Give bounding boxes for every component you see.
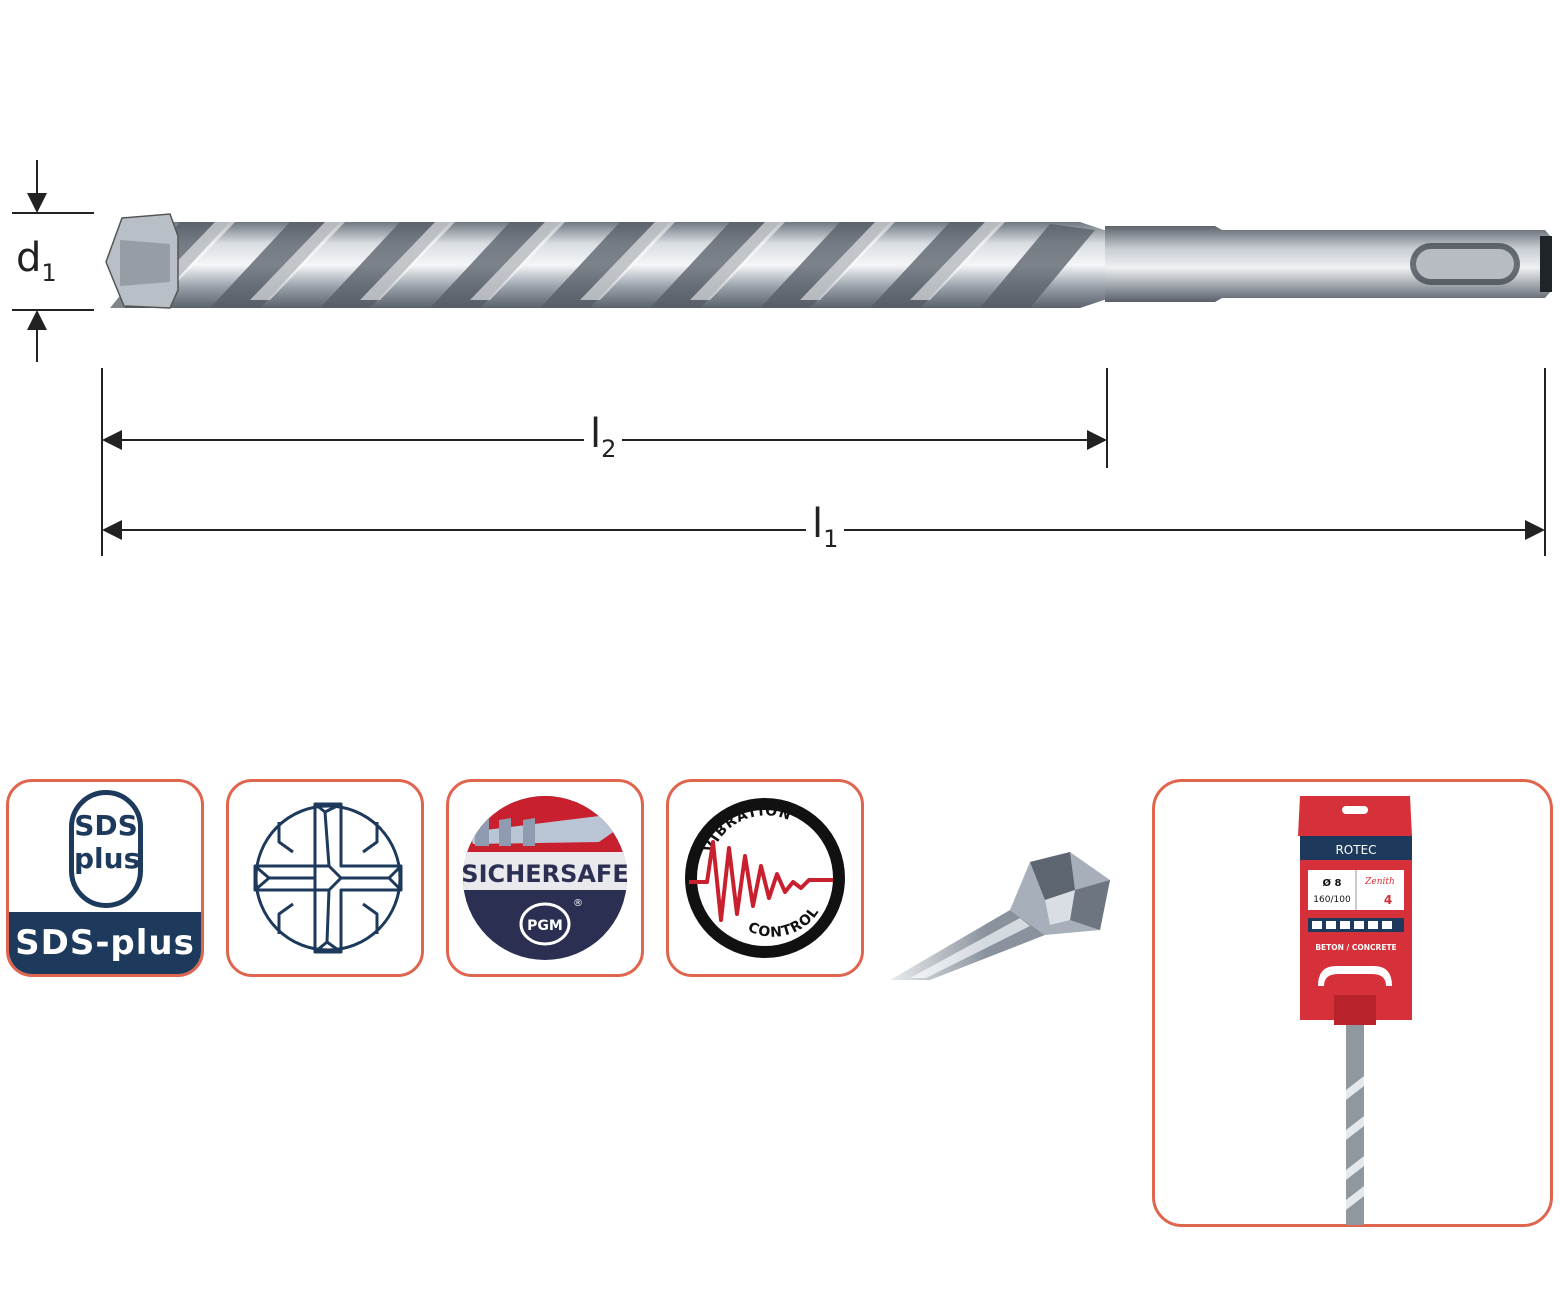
package-badge-text: Zenith	[1364, 877, 1395, 887]
sichersafe-logo: SICHERSAFE PGM ®	[461, 796, 629, 960]
four-cutter-cross-head-icon	[253, 802, 403, 954]
l1-label: l1	[806, 504, 845, 551]
retail-package-image: ROTEC Ø 8 160/100 Zenith 4 BETON / CONCR…	[1298, 796, 1412, 1225]
d1-dimension-lines	[12, 160, 94, 362]
sds-pill-text: SDS	[74, 809, 138, 842]
sds-plus-label: SDS-plus	[9, 912, 201, 974]
sds-shank	[1105, 226, 1552, 302]
vibration-control-tile: VIBRATION CONTROL	[666, 779, 864, 977]
registered-mark: ®	[573, 898, 583, 909]
sichersafe-tile: SICHERSAFE PGM ®	[446, 779, 644, 977]
drill-flute-body	[110, 222, 1110, 308]
sichersafe-text: SICHERSAFE	[461, 860, 628, 888]
vibration-wave-icon	[689, 840, 833, 922]
package-size-text: 160/100	[1313, 895, 1351, 905]
cross-tip-tile	[226, 779, 424, 977]
drill-tip-closeup-image	[870, 840, 1130, 980]
plus-pill-text: plus	[74, 842, 141, 875]
length-dimension-lines	[101, 368, 1546, 556]
drill-bit-illustration	[12, 160, 1552, 556]
package-material-text: BETON / CONCRETE	[1315, 943, 1396, 952]
vibration-control-logo: VIBRATION CONTROL	[685, 798, 845, 958]
d1-label: d1	[16, 235, 57, 287]
sds-plus-tile: SDS plus SDS-plus	[6, 779, 204, 977]
package-cutters-text: 4	[1384, 893, 1392, 907]
pgm-logo-text: PGM	[527, 918, 563, 934]
package-brand-text: ROTEC	[1335, 843, 1376, 857]
package-diameter-text: Ø 8	[1323, 877, 1342, 889]
sds-plus-pill-icon: SDS plus	[69, 790, 143, 908]
l2-label: l2	[584, 414, 623, 461]
